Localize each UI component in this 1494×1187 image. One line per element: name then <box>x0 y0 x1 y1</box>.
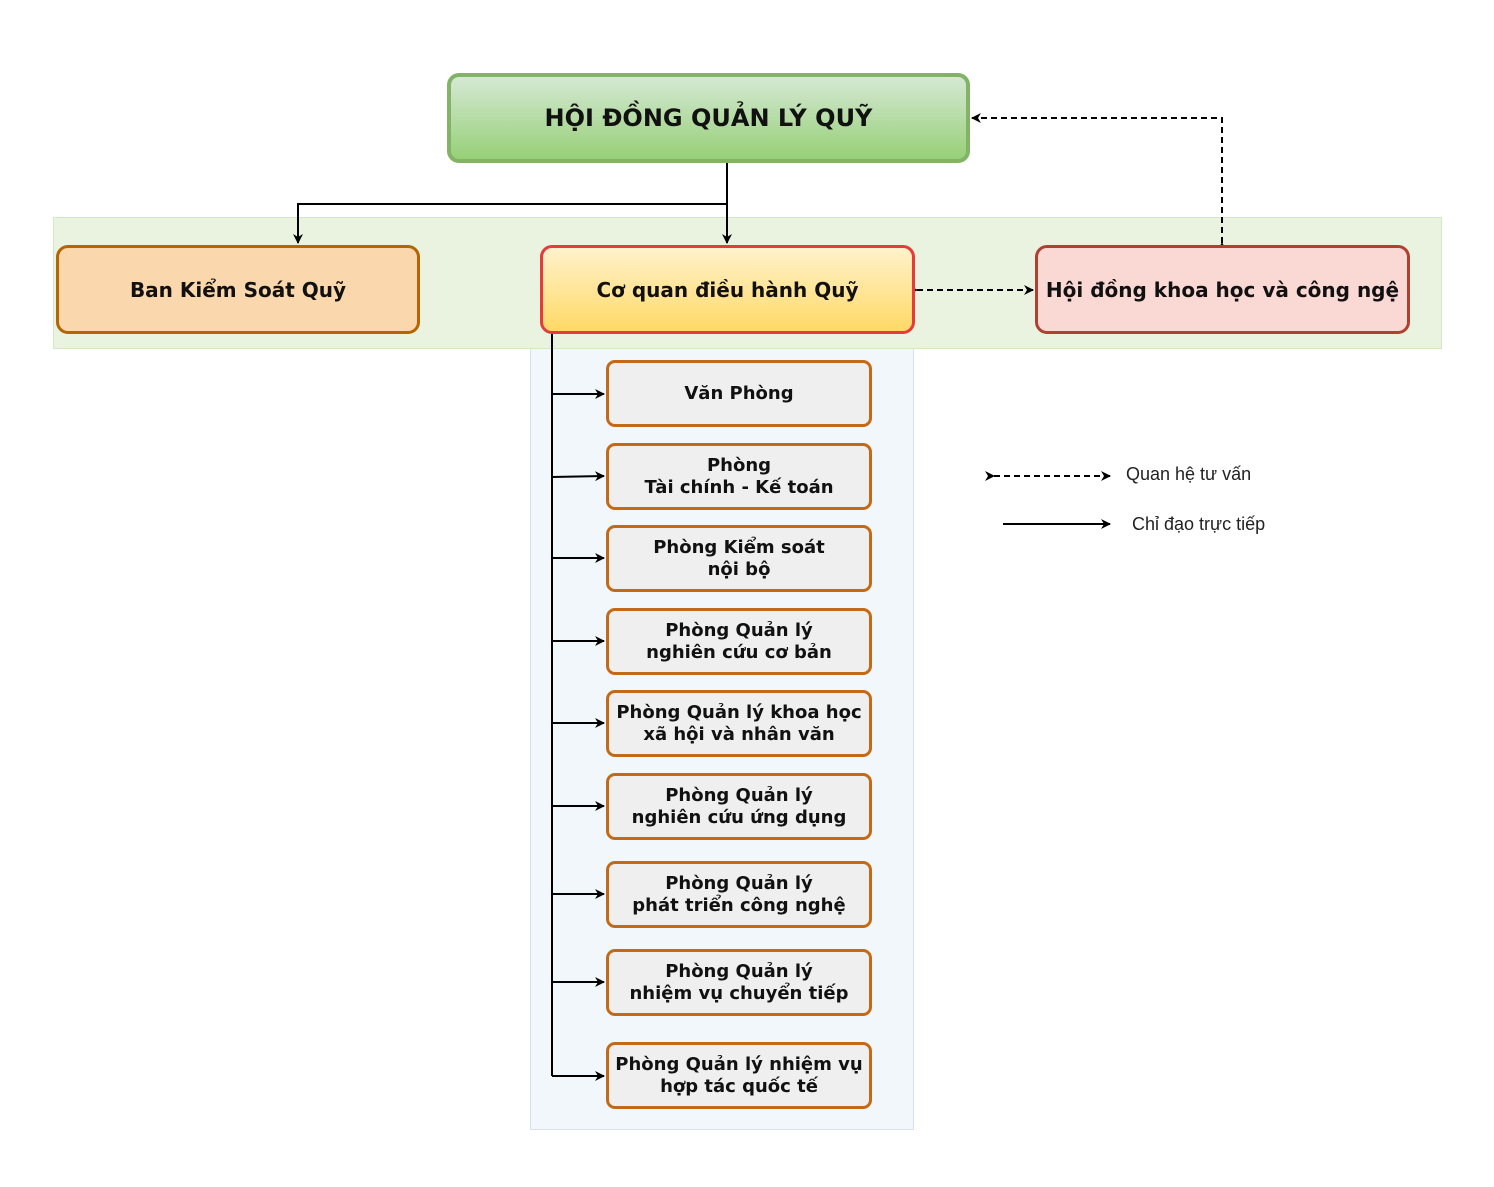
hoi-dong-khcn-box: Hội đồng khoa học và công ngệ <box>1035 245 1410 334</box>
dept-box-nghien-cuu-co-ban: Phòng Quản lý nghiên cứu cơ bản <box>606 608 872 675</box>
dept-label: Phòng Kiểm soát nội bộ <box>653 536 825 580</box>
legend-advisory-label: Quan hệ tư vấn <box>1126 464 1252 484</box>
hoi-dong-khcn-label: Hội đồng khoa học và công ngệ <box>1045 277 1400 302</box>
dept-label: Phòng Quản lý nhiệm vụ hợp tác quốc tế <box>615 1053 863 1097</box>
advisory-top-hoidong <box>971 113 1227 252</box>
dept-box-chuyen-tiep: Phòng Quản lý nhiệm vụ chuyển tiếp <box>606 949 872 1016</box>
dept-box-hop-tac: Phòng Quản lý nhiệm vụ hợp tác quốc tế <box>606 1042 872 1109</box>
line-top-to-ban <box>293 203 727 244</box>
dept-box-kiem-soat: Phòng Kiểm soát nội bộ <box>606 525 872 592</box>
legend-direct-label: Chỉ đạo trực tiếp <box>1132 514 1266 534</box>
dept-box-ung-dung: Phòng Quản lý nghiên cứu ứng dụng <box>606 773 872 840</box>
dept-box-phat-trien-cn: Phòng Quản lý phát triển công nghệ <box>606 861 872 928</box>
dept-label: Phòng Quản lý nghiên cứu ứng dụng <box>631 784 847 828</box>
co-quan-dieu-hanh-label: Cơ quan điều hành Quỹ <box>596 277 859 302</box>
dept-label: Phòng Quản lý nghiên cứu cơ bản <box>646 619 832 663</box>
branch-2 <box>551 471 605 482</box>
dept-label: Phòng Quản lý khoa học xã hội và nhân vă… <box>616 701 862 745</box>
dept-box-van-phong: Văn Phòng <box>606 360 872 427</box>
dept-label: Phòng Quản lý nhiệm vụ chuyển tiếp <box>629 960 849 1004</box>
dept-label: Văn Phòng <box>684 382 794 404</box>
dept-box-khxh: Phòng Quản lý khoa học xã hội và nhân vă… <box>606 690 872 757</box>
ban-kiem-soat-label: Ban Kiểm Soát Quỹ <box>129 277 347 302</box>
hoi-dong-quan-ly-quy-label: HỘI ĐỒNG QUẢN LÝ QUỸ <box>544 103 873 132</box>
hoi-dong-quan-ly-quy-box: HỘI ĐỒNG QUẢN LÝ QUỸ <box>447 73 970 163</box>
dept-label: Phòng Tài chính - Kế toán <box>644 454 834 498</box>
dept-label: Phòng Quản lý phát triển công nghệ <box>632 872 846 916</box>
dept-box-tai-chinh: Phòng Tài chính - Kế toán <box>606 443 872 510</box>
ban-kiem-soat-box: Ban Kiểm Soát Quỹ <box>56 245 420 334</box>
co-quan-dieu-hanh-box: Cơ quan điều hành Quỹ <box>540 245 915 334</box>
